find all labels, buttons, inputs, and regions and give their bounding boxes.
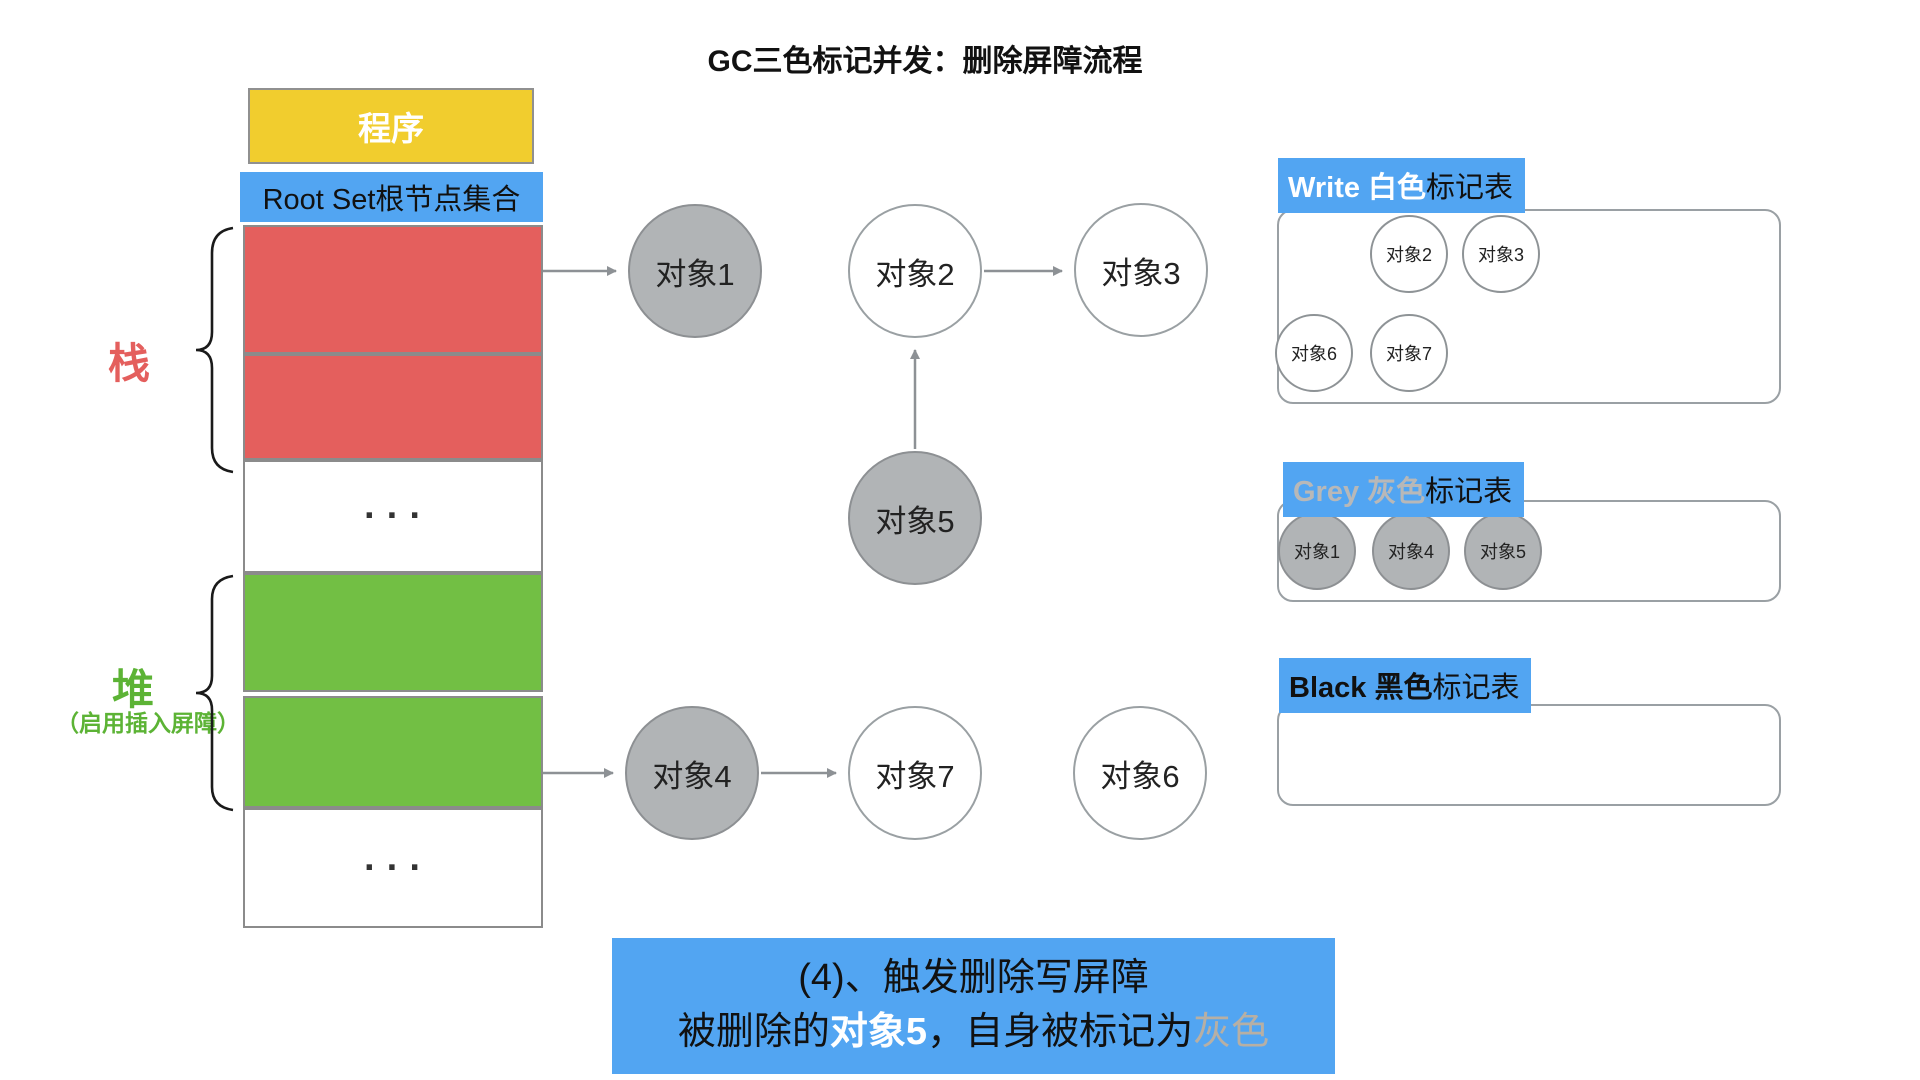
stack-brace xyxy=(195,226,234,474)
stack-cell-1 xyxy=(243,225,543,354)
stack-label: 栈 xyxy=(108,340,151,387)
caption-line2: 被删除的对象5，自身被标记为灰色 xyxy=(678,1006,1269,1060)
node-obj1-label: 对象1 xyxy=(655,256,735,292)
grey-table-item-obj5: 对象5 xyxy=(1464,512,1542,590)
caption-seg-obj5: 对象5 xyxy=(829,1011,928,1053)
heap-cell-2 xyxy=(243,696,543,808)
heap-label: 堆 xyxy=(112,666,155,713)
white-table-item-obj2: 对象2 xyxy=(1370,215,1448,293)
grey-table-title-accent: Grey 灰色 xyxy=(1293,476,1426,508)
black-table-title-rest: 标记表 xyxy=(1432,672,1520,704)
heap-ellipsis: ··· xyxy=(243,808,543,928)
heap-cell-1 xyxy=(243,573,543,692)
node-obj4-label: 对象4 xyxy=(652,758,732,794)
node-obj7-label: 对象7 xyxy=(875,758,955,794)
caption-seg-1: 被删除的 xyxy=(677,1011,830,1053)
grey-table-header: Grey 灰色标记表 xyxy=(1283,462,1525,517)
mini-label: 对象2 xyxy=(1385,245,1432,265)
caption-seg-grey: 灰色 xyxy=(1193,1011,1270,1053)
mini-label: 对象7 xyxy=(1385,344,1432,364)
node-obj3: 对象3 xyxy=(1074,203,1208,337)
heap-note: （启用插入屏障） xyxy=(56,710,240,736)
white-table-title-rest: 标记表 xyxy=(1426,172,1514,204)
stack-ellipsis: ··· xyxy=(243,460,543,573)
mini-label: 对象1 xyxy=(1293,542,1340,562)
black-table-box xyxy=(1277,704,1781,806)
black-table-title-accent: Black 黑色 xyxy=(1289,672,1433,704)
mini-label: 对象3 xyxy=(1477,245,1524,265)
white-table-item-obj3: 对象3 xyxy=(1462,215,1540,293)
program-box: 程序 xyxy=(248,88,534,164)
node-obj3-label: 对象3 xyxy=(1101,255,1181,291)
mini-label: 对象6 xyxy=(1290,344,1337,364)
heap-brace xyxy=(195,574,234,812)
grey-table-item-obj1: 对象1 xyxy=(1278,512,1356,590)
node-obj5-label: 对象5 xyxy=(875,503,955,539)
page-title: GC三色标记并发：删除屏障流程 xyxy=(707,45,1143,78)
node-obj6: 对象6 xyxy=(1073,706,1207,840)
grey-table-title-rest: 标记表 xyxy=(1425,476,1513,508)
white-table-header: Write 白色标记表 xyxy=(1278,158,1526,213)
grey-table-item-obj4: 对象4 xyxy=(1372,512,1450,590)
white-table-item-obj7: 对象7 xyxy=(1370,314,1448,392)
node-obj7: 对象7 xyxy=(848,706,982,840)
white-table-item-obj6: 对象6 xyxy=(1275,314,1353,392)
node-obj4: 对象4 xyxy=(625,706,759,840)
mini-label: 对象4 xyxy=(1387,542,1434,562)
caption-line1: (4)、触发删除写屏障 xyxy=(798,957,1149,1000)
stack-cell-2 xyxy=(243,354,543,460)
node-obj2-label: 对象2 xyxy=(875,256,955,292)
caption-box: (4)、触发删除写屏障 被删除的对象5，自身被标记为灰色 xyxy=(612,938,1335,1074)
root-set-label: Root Set根节点集合 xyxy=(240,172,543,222)
white-table-title-accent: Write 白色 xyxy=(1288,172,1427,204)
node-obj1: 对象1 xyxy=(628,204,762,338)
node-obj6-label: 对象6 xyxy=(1100,758,1180,794)
caption-seg-3: ，自身被标记为 xyxy=(927,1011,1194,1053)
mini-label: 对象5 xyxy=(1479,542,1526,562)
node-obj5: 对象5 xyxy=(848,451,982,585)
black-table-header: Black 黑色标记表 xyxy=(1279,658,1532,713)
node-obj2: 对象2 xyxy=(848,204,982,338)
